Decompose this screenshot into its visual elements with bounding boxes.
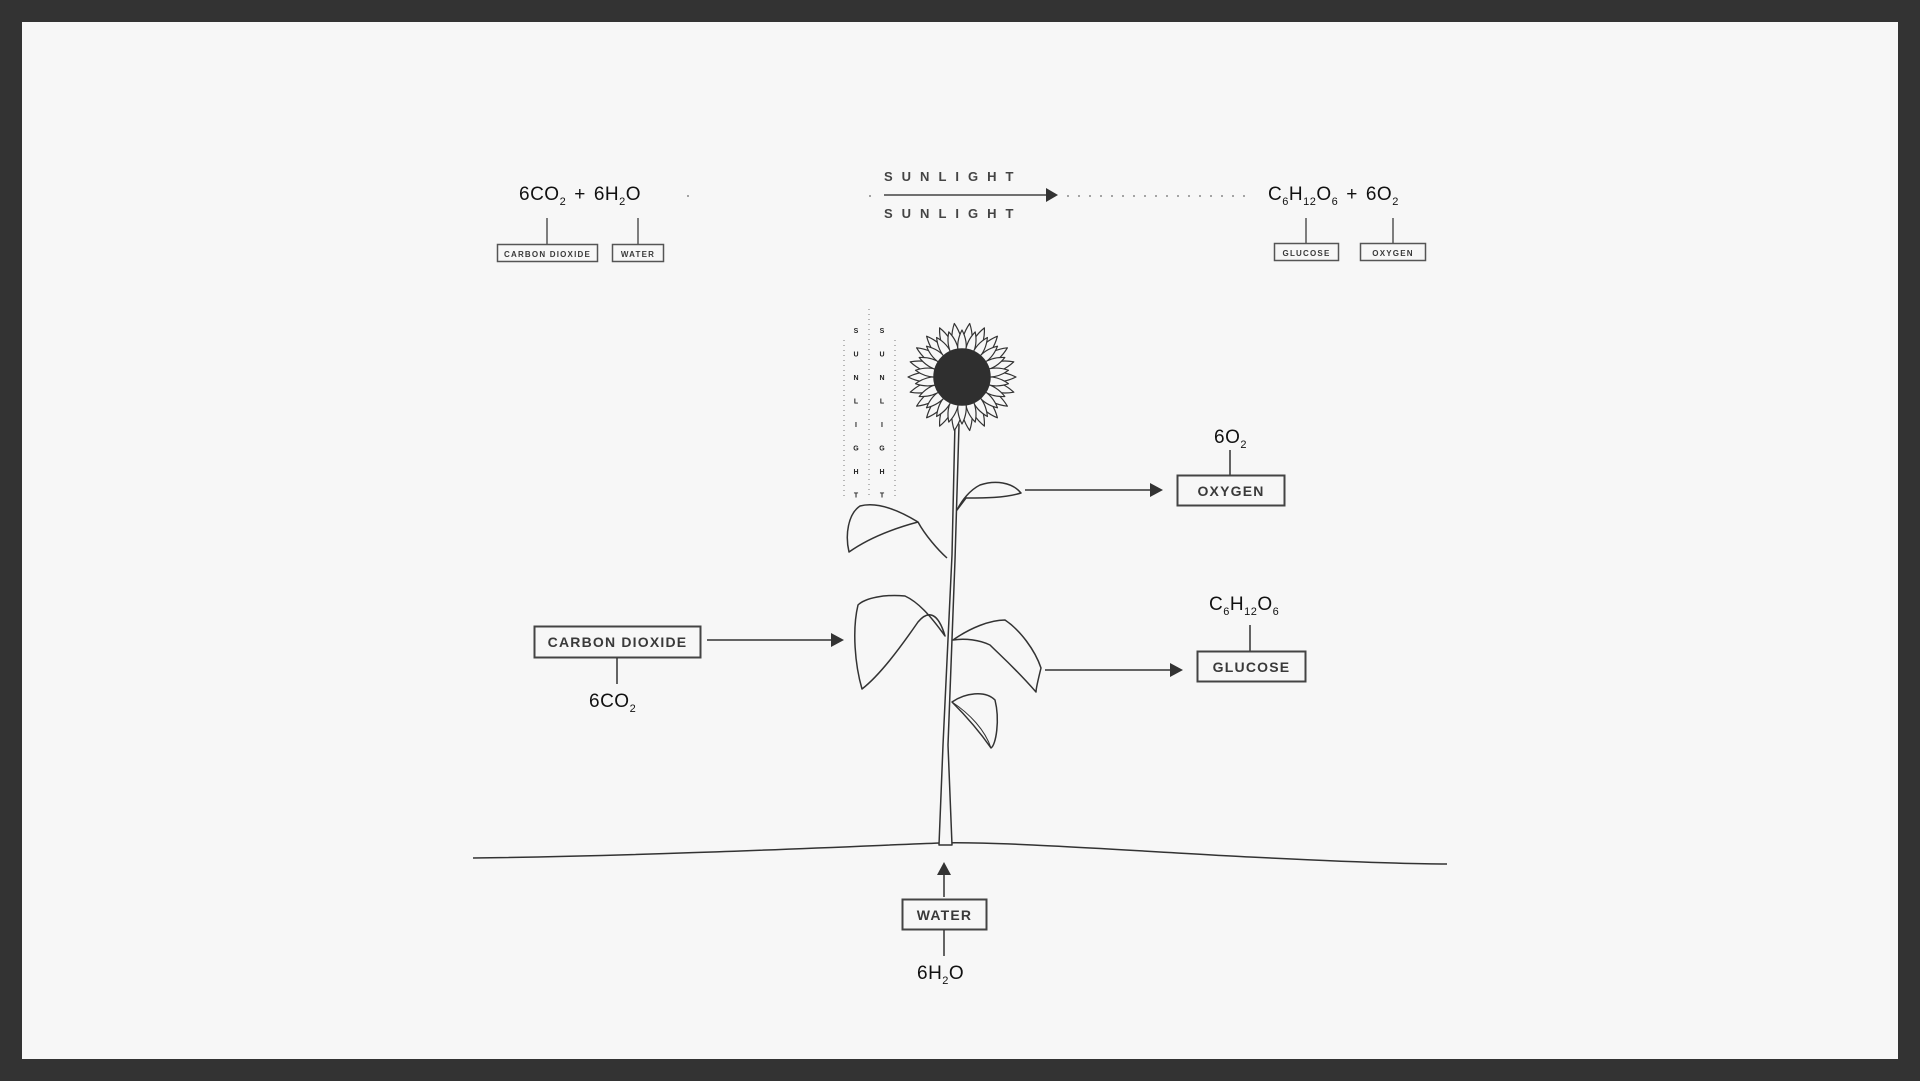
leaf-middle-left (854, 594, 946, 690)
vertical-sunlight-letter: H (879, 469, 884, 476)
water-arrowhead-icon (937, 862, 951, 875)
glucose-h-sub: 12 (1303, 196, 1316, 208)
vertical-sunlight-letter: T (854, 493, 859, 500)
vertical-sunlight-rays: S U N L I G H T S U N L I G H T (843, 309, 896, 500)
co2-subscript: 2 (560, 196, 567, 208)
leaf-upper-right (956, 481, 1022, 511)
vertical-sunlight-letter: G (853, 446, 859, 453)
water-tag-label: WATER (621, 250, 655, 259)
equation-dotted-line (687, 195, 871, 197)
vertical-sunlight-letter: U (853, 352, 858, 359)
vertical-sunlight-letter: S (880, 328, 885, 335)
glucose-c-sub: 6 (1282, 196, 1289, 208)
oxygen-tag (1359, 242, 1427, 262)
sunlight-arrow: SUNLIGHT SUNLIGHT (884, 169, 1250, 221)
carbon-dioxide-tag-label: CARBON DIOXIDE (504, 250, 591, 259)
plus-sign: + (574, 184, 586, 205)
sunflower-center (933, 348, 991, 406)
glucose-h: H (1289, 184, 1303, 205)
vertical-sunlight-letter: T (880, 493, 885, 500)
oxygen-formula: 6O (1366, 184, 1392, 205)
carbon-dioxide-box-label: CARBON DIOXIDE (548, 634, 688, 650)
water-box-label: WATER (917, 907, 973, 923)
svg-text:6O2: 6O2 (1214, 427, 1247, 451)
vertical-sunlight-letter: I (855, 422, 857, 429)
h2o-formula-end: O (626, 184, 641, 205)
h2o-subscript: 2 (619, 196, 626, 208)
vertical-sunlight-letter: N (879, 375, 884, 382)
equation-reactants: 6CO2+6H2O CARBON DIOXIDE WATER (496, 184, 665, 263)
glucose-plant-o-sub: 6 (1273, 606, 1280, 618)
sunlight-bottom-label: SUNLIGHT (884, 206, 1022, 221)
carbon-dioxide-input: CARBON DIOXIDE 6CO2 (533, 625, 844, 715)
sunlight-arrowhead-icon (1046, 188, 1058, 202)
oxygen-output: 6O2 OXYGEN (1025, 427, 1286, 507)
glucose-o: O (1316, 184, 1331, 205)
equation-products: C6H12O6+6O2 GLUCOSE OXYGEN (1268, 184, 1427, 262)
diagram-canvas: 6CO2+6H2O CARBON DIOXIDE WATER SUNLIGHT … (22, 22, 1898, 1059)
glucose-tag-label: GLUCOSE (1283, 249, 1331, 258)
water-plant-sub: 2 (942, 975, 949, 987)
leaf-upper-left (846, 504, 948, 559)
vertical-sunlight-letter: G (879, 446, 885, 453)
vertical-sunlight-letter: I (881, 422, 883, 429)
glucose-plant-h: H (1230, 594, 1244, 615)
oxygen-plant-formula: 6O (1214, 427, 1240, 448)
oxygen-plant-sub: 2 (1240, 439, 1247, 451)
glucose-tag (1273, 242, 1340, 262)
water-tag (611, 243, 665, 263)
co2-formula: 6CO (519, 184, 560, 205)
oxygen-tag-label: OXYGEN (1372, 249, 1413, 258)
oxygen-box (1176, 474, 1286, 507)
vertical-sunlight-letter: H (853, 469, 858, 476)
leaf-middle-right (952, 619, 1042, 693)
sunlight-top-label: SUNLIGHT (884, 169, 1022, 184)
photosynthesis-diagram: 6CO2+6H2O CARBON DIOXIDE WATER SUNLIGHT … (472, 169, 1448, 987)
water-plant-formula-end: O (949, 963, 964, 984)
glucose-plant-h-sub: 12 (1244, 606, 1257, 618)
glucose-output: C6H12O6 GLUCOSE (1045, 594, 1307, 683)
glucose-plant-o: O (1257, 594, 1272, 615)
vertical-sunlight-letter: N (853, 375, 858, 382)
h2o-formula: 6H (594, 184, 619, 205)
water-box (901, 898, 988, 931)
svg-text:C6H12O6+6O2: C6H12O6+6O2 (1268, 184, 1399, 208)
svg-text:6H2O: 6H2O (917, 963, 964, 987)
oxygen-arrowhead-icon (1150, 483, 1163, 497)
leaf-lower (951, 693, 998, 749)
carbon-dioxide-arrowhead-icon (831, 633, 844, 647)
vertical-sunlight-letter: L (854, 399, 859, 406)
svg-text:6CO2: 6CO2 (589, 691, 636, 715)
glucose-c: C (1268, 184, 1282, 205)
vertical-sunlight-letter: S (854, 328, 859, 335)
vertical-sunlight-letter: L (880, 399, 885, 406)
plus-sign-products: + (1346, 184, 1358, 205)
glucose-arrowhead-icon (1170, 663, 1183, 677)
svg-text:6CO2+6H2O: 6CO2+6H2O (519, 184, 641, 208)
carbon-dioxide-plant-formula: 6CO (589, 691, 630, 712)
sunflower-petals (907, 322, 1017, 432)
glucose-box-label: GLUCOSE (1213, 659, 1291, 675)
water-input: WATER 6H2O (901, 862, 988, 987)
ground-line (472, 842, 1448, 865)
svg-text:C6H12O6: C6H12O6 (1209, 594, 1279, 618)
glucose-plant-c-sub: 6 (1223, 606, 1230, 618)
glucose-box (1196, 650, 1307, 683)
glucose-plant-c: C (1209, 594, 1223, 615)
glucose-o-sub: 6 (1332, 196, 1339, 208)
vertical-sunlight-letter: U (879, 352, 884, 359)
oxygen-box-label: OXYGEN (1197, 483, 1264, 499)
carbon-dioxide-plant-sub: 2 (630, 703, 637, 715)
vertical-sunlight-left: S U N L I G H T (853, 328, 859, 500)
sunflower-plant (472, 322, 1448, 865)
carbon-dioxide-box (533, 625, 702, 659)
oxygen-subscript: 2 (1392, 196, 1399, 208)
vertical-sunlight-right: S U N L I G H T (879, 328, 885, 500)
water-plant-formula: 6H (917, 963, 942, 984)
carbon-dioxide-tag (496, 243, 599, 263)
